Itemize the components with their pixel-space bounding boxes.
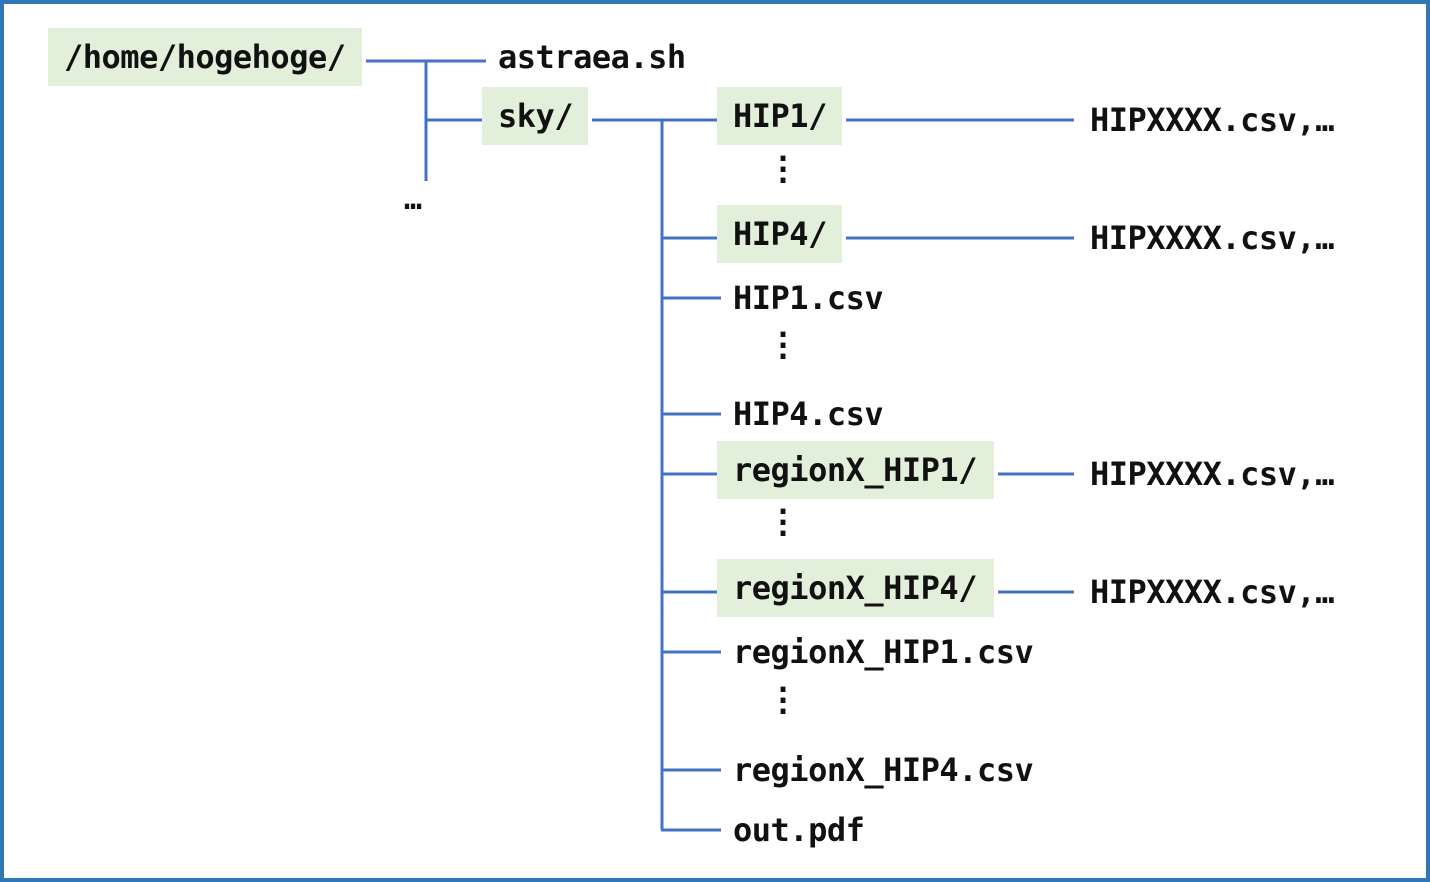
hip4-leaf-files[interactable]: HIPXXXX.csv,… (1090, 219, 1334, 257)
hip1-folder[interactable]: HIP1/ (717, 87, 842, 145)
more-items-ellipsis: … (404, 182, 423, 217)
out-pdf-file[interactable]: out.pdf (733, 811, 865, 849)
sky-folder[interactable]: sky/ (482, 87, 588, 145)
region-hip1-leaf-files[interactable]: HIPXXXX.csv,… (1090, 455, 1334, 493)
hip1-leaf-files[interactable]: HIPXXXX.csv,… (1090, 101, 1334, 139)
hip1-csv-file[interactable]: HIP1.csv (733, 279, 884, 317)
vertical-ellipsis-3: ··· (774, 495, 793, 552)
root-folder[interactable]: /home/hogehoge/ (48, 28, 362, 86)
region-hip1-folder[interactable]: regionX_HIP1/ (717, 441, 994, 499)
region-hip4-csv-file[interactable]: regionX_HIP4.csv (733, 751, 1034, 789)
tree-connectors (366, 59, 1074, 832)
region-hip4-leaf-files[interactable]: HIPXXXX.csv,… (1090, 573, 1334, 611)
vertical-ellipsis-2: ··· (774, 318, 793, 375)
hip4-csv-file[interactable]: HIP4.csv (733, 395, 884, 433)
region-hip1-csv-file[interactable]: regionX_HIP1.csv (733, 633, 1034, 671)
region-hip4-folder[interactable]: regionX_HIP4/ (717, 559, 994, 617)
vertical-ellipsis-4: ··· (774, 673, 793, 730)
astraea-script-file[interactable]: astraea.sh (498, 38, 686, 76)
vertical-ellipsis-1: ··· (774, 142, 793, 199)
hip4-folder[interactable]: HIP4/ (717, 205, 842, 263)
